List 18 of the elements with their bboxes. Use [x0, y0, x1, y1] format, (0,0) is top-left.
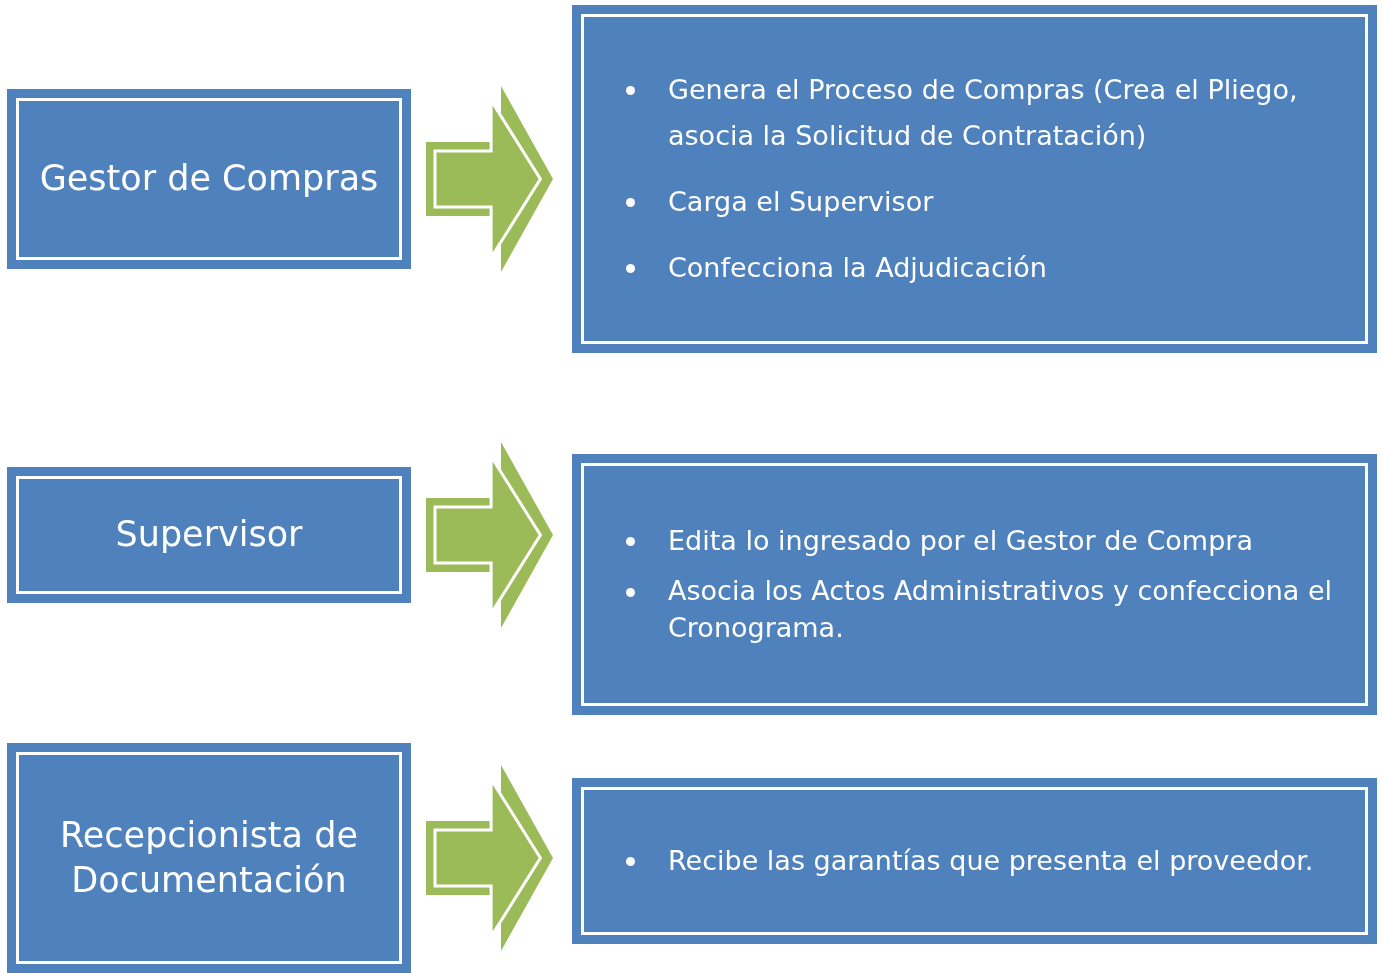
task-text: Edita lo ingresado por el Gestor de Compra — [668, 524, 1253, 556]
task-box — [572, 5, 1377, 353]
role-label: Gestor de Compras — [39, 157, 379, 201]
task-text: Asocia los Actos Administrativos y confecciona el Cronograma. — [668, 575, 1333, 643]
block-arrow — [426, 442, 553, 628]
role-label: Supervisor — [115, 513, 303, 557]
task-text: Genera el Proceso de Compras (Crea el Pliego, asocia la Solicitud de Contratación) — [668, 74, 1298, 152]
block-arrow — [426, 86, 553, 272]
role-box — [7, 89, 411, 269]
role-box — [7, 467, 411, 603]
task-text: Confecciona la Adjudicación — [668, 251, 1047, 283]
role-box — [7, 743, 411, 973]
block-arrow — [426, 765, 553, 951]
task-text: Carga el Supervisor — [668, 186, 934, 217]
task-text: Recibe las garantías que presenta el proveedor. — [668, 844, 1314, 876]
task-box — [572, 778, 1377, 944]
task-box — [572, 454, 1377, 715]
role-label: Recepcionista de Documentación — [59, 813, 359, 902]
